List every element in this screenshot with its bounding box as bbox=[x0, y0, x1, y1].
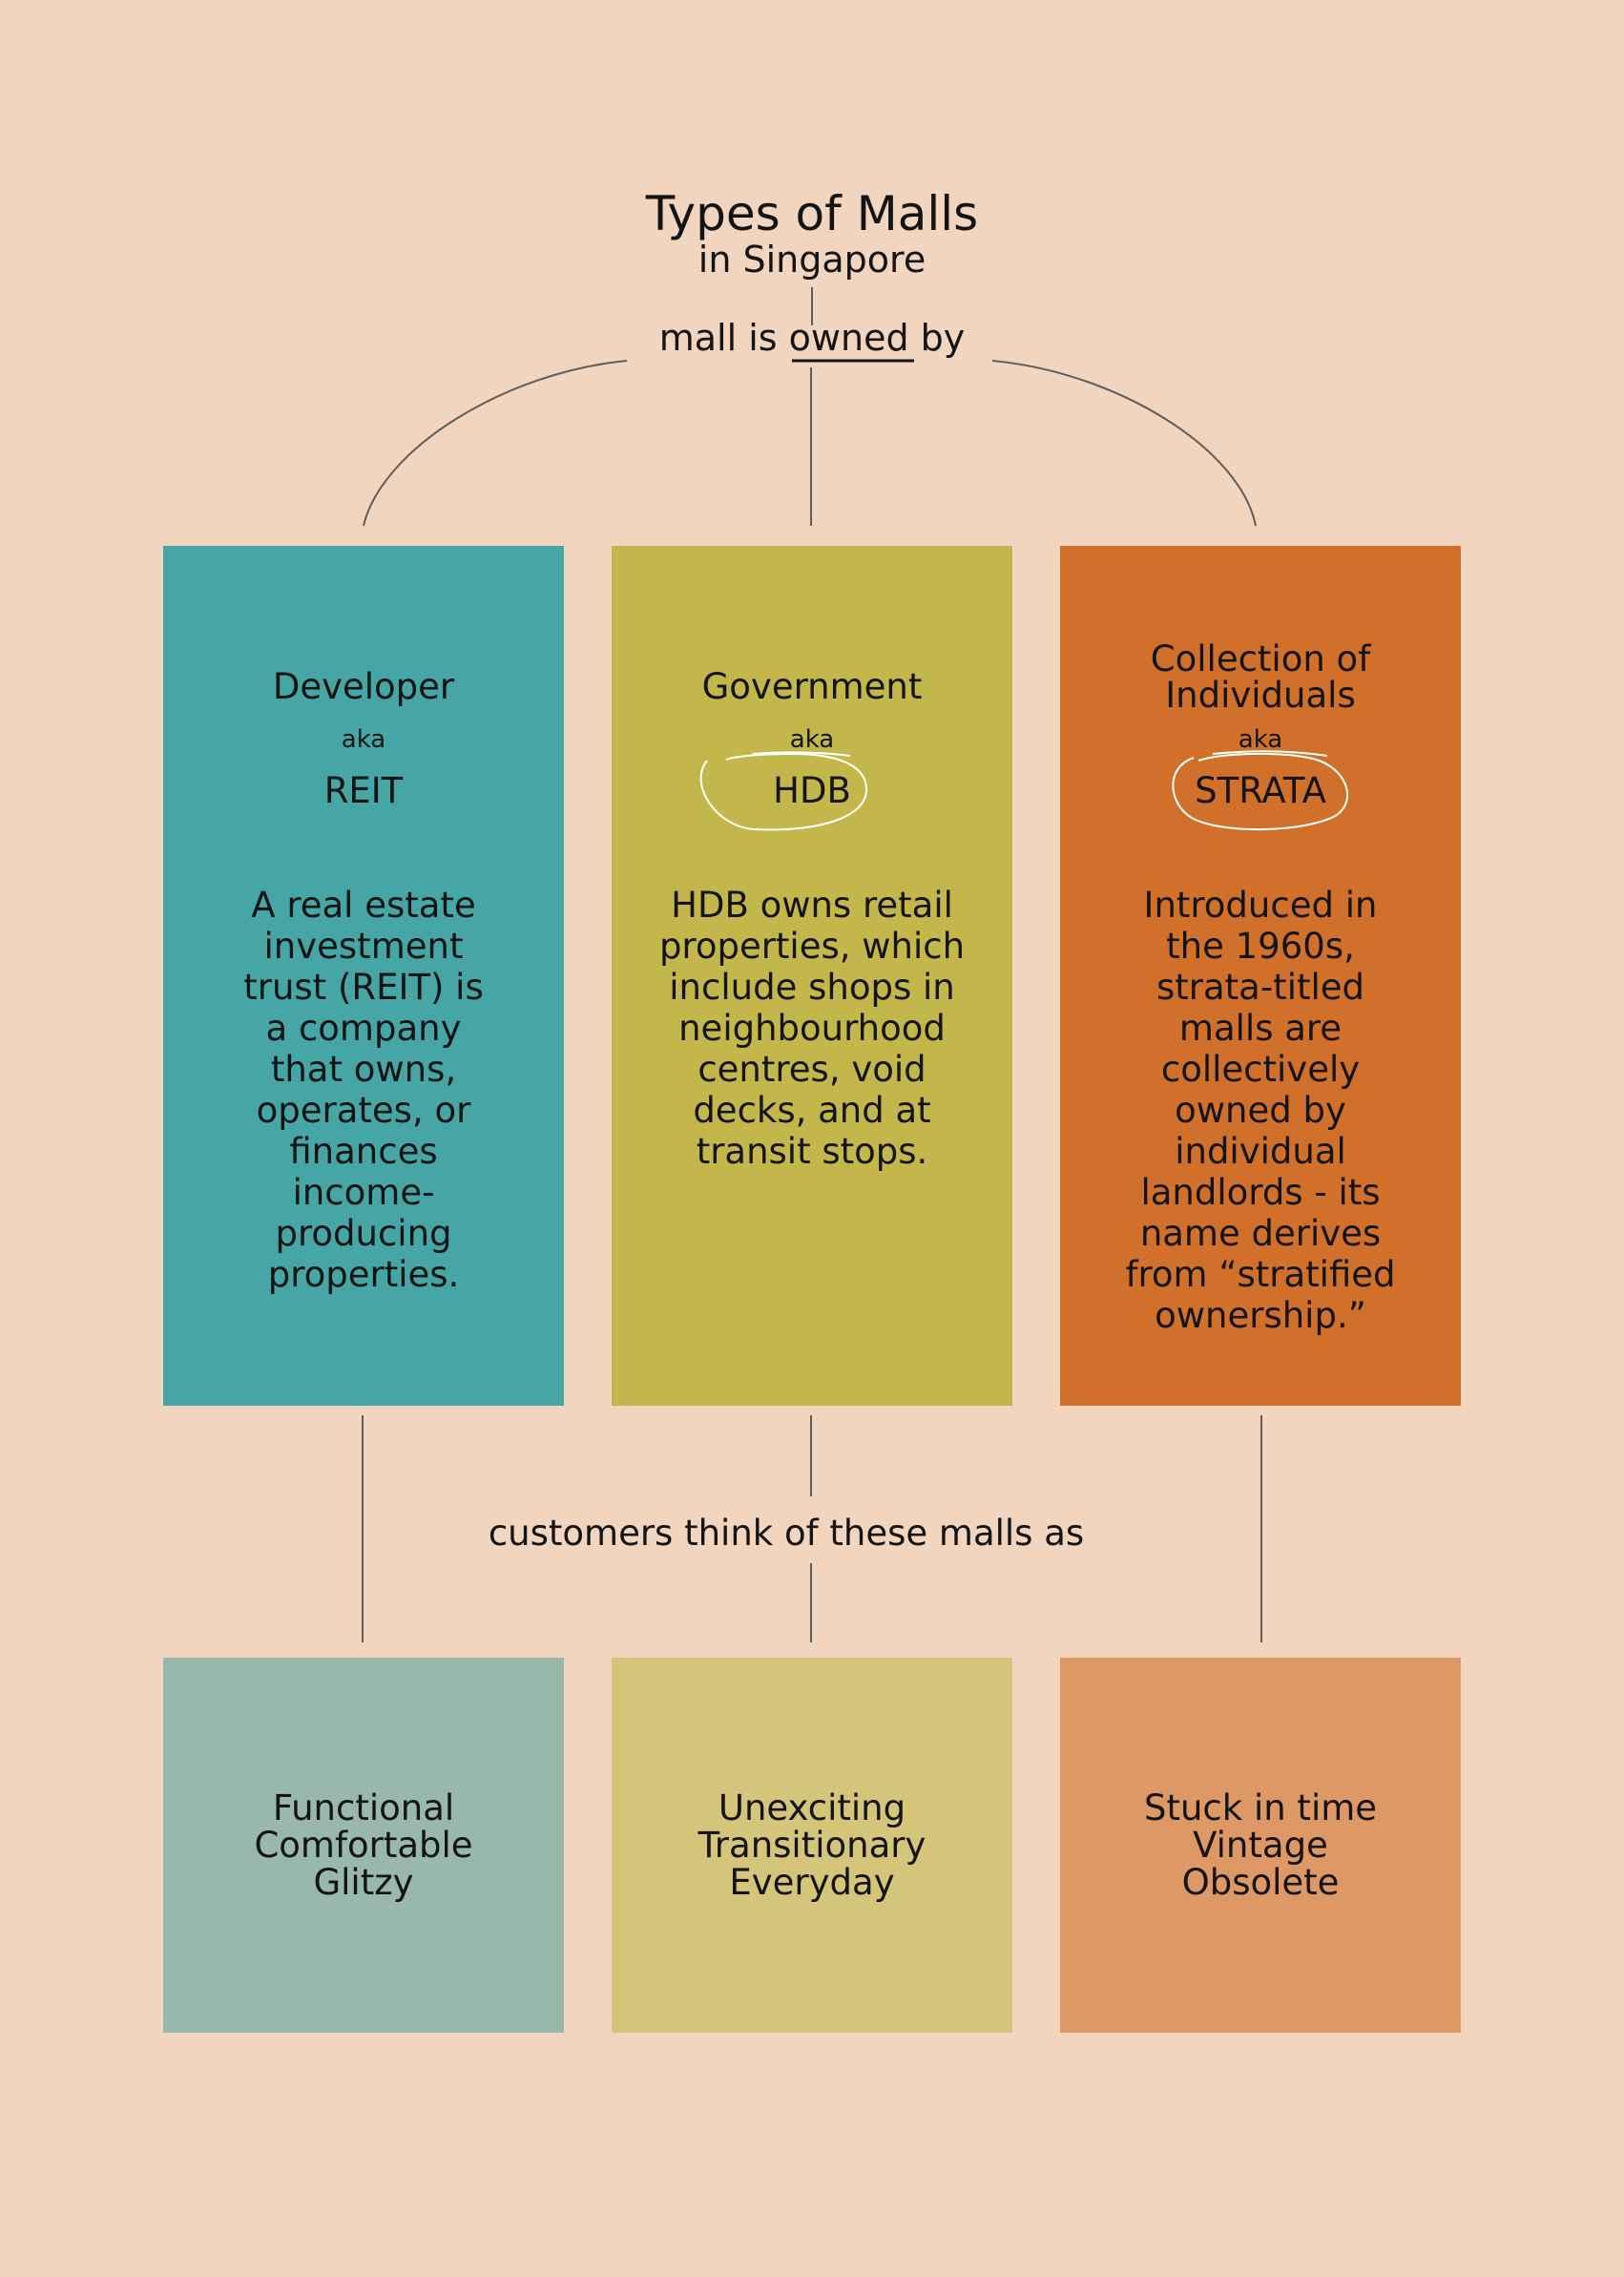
owner-name: Developer bbox=[272, 666, 455, 707]
ownership-label: mall is owned by bbox=[658, 317, 966, 359]
perception-box-individuals: Stuck in time Vintage Obsolete bbox=[1060, 1658, 1461, 2033]
owner-description: HDB owns retail properties, which includ… bbox=[658, 885, 966, 1172]
owner-acronym: STRATA bbox=[1195, 770, 1326, 811]
owner-name: Government bbox=[701, 666, 923, 707]
diagram-title: Types of Malls bbox=[645, 186, 979, 241]
perception-term: Vintage bbox=[1193, 1825, 1328, 1866]
perception-term: Obsolete bbox=[1181, 1862, 1340, 1903]
connector-to-developer bbox=[363, 360, 628, 527]
perception-term: Stuck in time bbox=[1143, 1787, 1378, 1828]
strata-circle-annotation bbox=[1172, 750, 1348, 831]
owner-panel-government: Government aka HDB HDB owns retail prope… bbox=[612, 546, 1012, 1406]
aka-label: aka bbox=[341, 725, 386, 754]
owner-name: Collection of Individuals bbox=[1150, 638, 1371, 716]
perception-term: Comfortable bbox=[254, 1825, 473, 1866]
perception-term: Glitzy bbox=[313, 1862, 414, 1903]
perception-term: Everyday bbox=[729, 1862, 895, 1903]
owner-acronym: REIT bbox=[323, 770, 404, 811]
perception-term: Functional bbox=[272, 1787, 455, 1828]
owner-acronym: HDB bbox=[773, 770, 851, 811]
perception-box-developer: Functional Comfortable Glitzy bbox=[163, 1658, 564, 2033]
owner-panel-developer: Developer aka REIT A real estate investm… bbox=[163, 546, 564, 1406]
hdb-circle-annotation bbox=[699, 751, 868, 831]
aka-label: aka bbox=[1238, 725, 1283, 754]
perception-term: Transitionary bbox=[697, 1825, 927, 1866]
diagram-subtitle: in Singapore bbox=[697, 239, 927, 281]
owner-description: A real estate investment trust (REIT) is… bbox=[243, 885, 484, 1295]
perception-term: Unexciting bbox=[718, 1787, 906, 1828]
connector-to-individuals bbox=[991, 360, 1257, 527]
owner-panel-individuals: Collection of Individuals aka STRATA Int… bbox=[1060, 546, 1461, 1406]
perception-label: customers think of these malls as bbox=[488, 1513, 1085, 1554]
perception-box-government: Unexciting Transitionary Everyday bbox=[612, 1658, 1012, 2033]
aka-label: aka bbox=[789, 725, 835, 754]
owner-description: Introduced in the 1960s, strata-titled m… bbox=[1125, 885, 1396, 1336]
